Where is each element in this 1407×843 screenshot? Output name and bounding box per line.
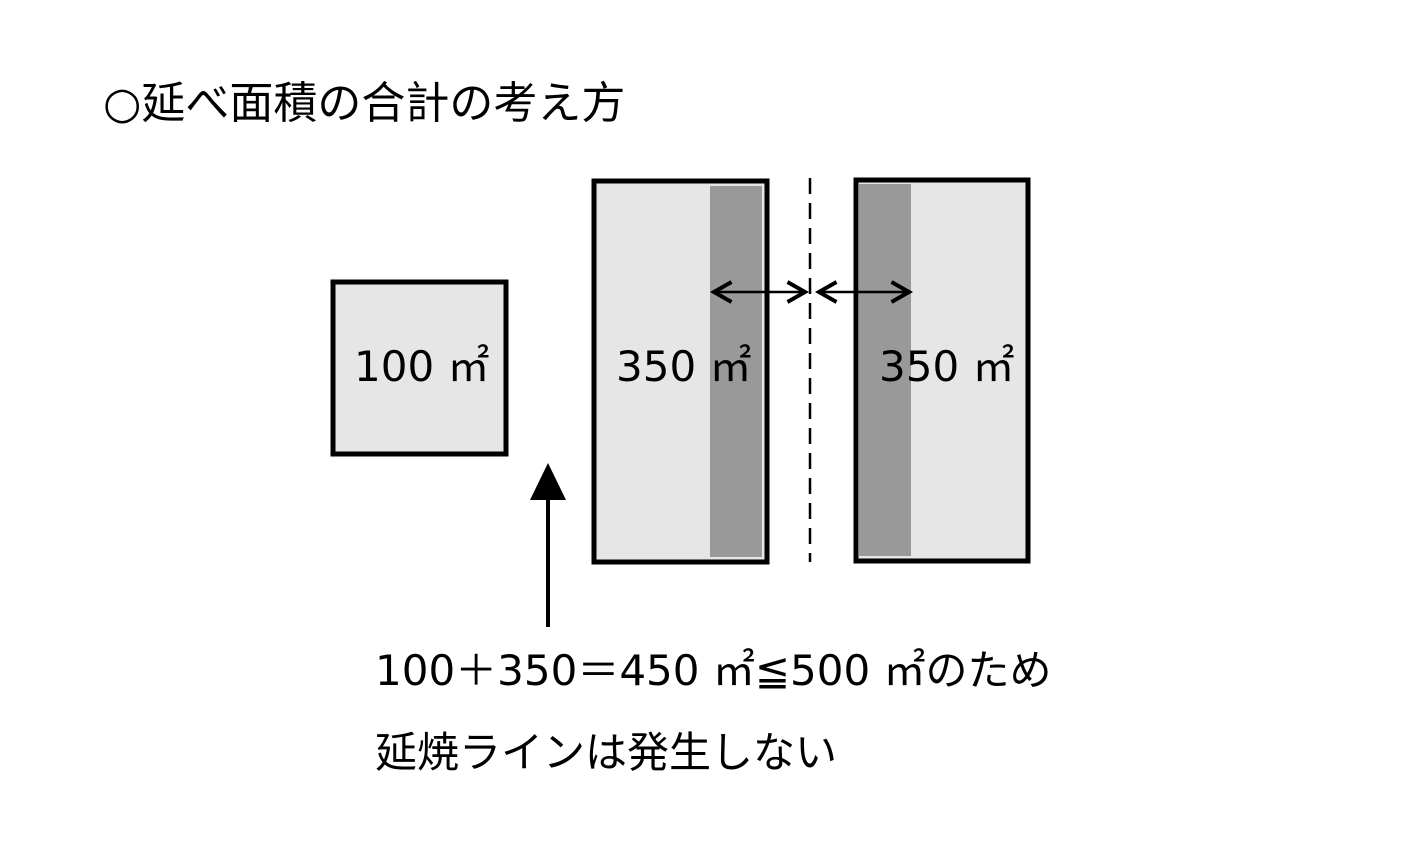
conclusion-line-1: 100＋350＝450 ㎡≦500 ㎡のため (375, 646, 1052, 695)
pointer-arrow-head (530, 463, 566, 500)
fire-spread-strip-right (859, 184, 911, 556)
fire-spread-strip-left (710, 186, 762, 557)
page-title: ○延べ面積の合計の考え方 (103, 78, 626, 129)
area-label-left: 350 ㎡ (616, 342, 752, 391)
building-small (330, 279, 509, 457)
area-label-small: 100 ㎡ (354, 342, 490, 391)
area-label-right: 350 ㎡ (879, 342, 1015, 391)
conclusion-line-2: 延焼ラインは発生しない (375, 728, 838, 777)
